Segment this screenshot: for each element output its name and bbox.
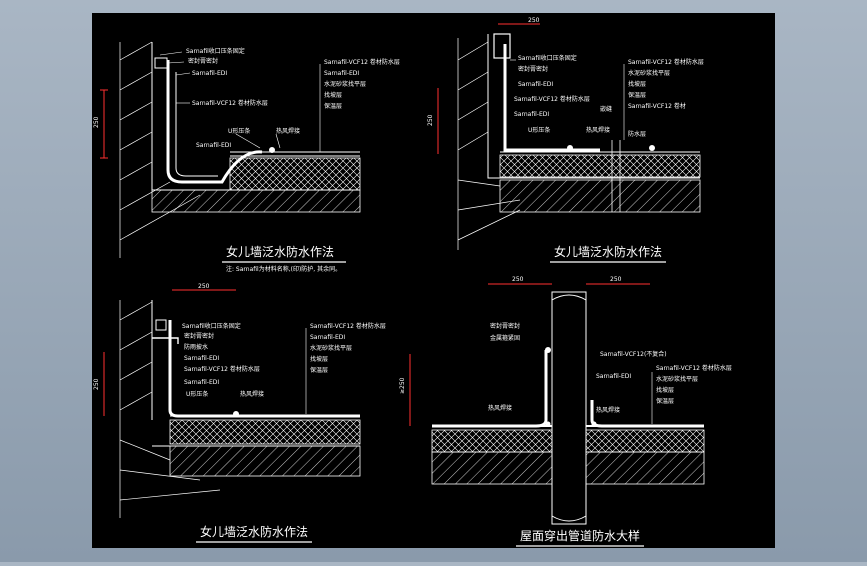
insulation-layer — [169, 419, 361, 445]
label-weld: 热风焊接 — [240, 390, 264, 398]
detail-2-parapet: 250 250 Sarnafil收口压条固定 密封膏密封 Sarnafil-ED… — [427, 17, 704, 263]
label-seal-top: Sarnafil收口压条固定 — [518, 54, 577, 62]
label-sealant: 密封膏密封 — [188, 57, 218, 65]
dimension-250: 250 — [427, 114, 434, 126]
roof-slab — [499, 179, 701, 213]
label-weld-left: 热风焊接 — [488, 404, 512, 412]
dimension-250: 250 — [93, 378, 100, 390]
membrane — [432, 350, 548, 428]
label-edi: Sarnafil-EDI — [518, 81, 553, 88]
membrane — [168, 320, 360, 418]
detail-title: 女儿墙泛水防水作法 — [226, 244, 334, 259]
dimension-250: 250 — [610, 276, 622, 283]
detail-4-pipe: 250 250 ≥250 密封膏密封 金属箍紧固 Sarnafil-VCF12(… — [399, 276, 732, 547]
label-r-pvc: Sarnafil-VCF12 卷材防水层 — [628, 58, 704, 66]
label-r-pvc: Sarnafil-VCF12 卷材防水层 — [310, 322, 386, 330]
label-r-pvc2b: 防水层 — [628, 130, 646, 138]
label-r-insul: 保温层 — [324, 102, 342, 110]
label-u-strip: U形压条 — [528, 126, 550, 134]
label-edi: Sarnafil-EDI — [184, 355, 219, 362]
label-pvc: Sarnafil-VCF12(不复合) — [600, 350, 667, 358]
membrane — [166, 60, 263, 184]
detail-3-parapet: 250 250 Sarnafil收口压条固定 密封膏密封 防雨披水 Sarnaf… — [93, 283, 386, 543]
pipe — [551, 291, 587, 525]
label-clamp: 金属箍紧固 — [490, 334, 520, 342]
label-drip: 防雨披水 — [184, 343, 208, 351]
label-r-slope: 找坡层 — [324, 91, 342, 99]
dimension-250b: ≥250 — [399, 377, 406, 394]
label-weld: 热风焊接 — [586, 126, 610, 134]
label-r-pvc: Sarnafil-VCF12 卷材防水层 — [656, 364, 732, 372]
label-sealant: 密封膏密封 — [518, 65, 548, 73]
detail-1-parapet: 250 Sarnafil收口压条固定 密封膏密封 Sarnafil-EDI Sa… — [93, 41, 400, 273]
dimension-250: 250 — [93, 116, 100, 128]
label-seal-top: Sarnafil收口压条固定 — [186, 47, 245, 55]
label-r-screed: 水泥砂浆找平层 — [310, 344, 352, 352]
label-pvc: Sarnafil-VCF12 卷材防水层 — [184, 365, 260, 373]
insulation-layer — [499, 154, 701, 178]
label-r-screed: 水泥砂浆找平层 — [628, 69, 670, 77]
label-weld-right: 热风焊接 — [596, 406, 620, 414]
label-r-insul: 保温层 — [310, 366, 328, 374]
insulation-layer — [229, 157, 361, 191]
label-edi-2: Sarnafil-EDI — [196, 142, 231, 149]
detail-title: 屋面穿出管道防水大样 — [520, 528, 640, 543]
label-r-insul: 保温层 — [628, 91, 646, 99]
dimension-250: 250 — [528, 17, 540, 24]
label-edi: Sarnafil-EDI — [192, 70, 227, 77]
label-r-pvc2: Sarnafil-VCF12 卷材 — [628, 102, 686, 110]
label-r-edi: Sarnafil-EDI — [324, 70, 359, 77]
roof-slab — [151, 189, 361, 213]
label-r-edi: Sarnafil-EDI — [596, 373, 631, 380]
label-weld: 热风焊接 — [276, 127, 300, 135]
detail-title: 女儿墙泛水防水作法 — [200, 524, 308, 539]
label-sealant: 密封膏密封 — [184, 332, 214, 340]
label-u-strip: U形压条 — [186, 390, 208, 398]
label-edi-2: Sarnafil-EDI — [514, 111, 549, 118]
label-r-pvc: Sarnafil-VCF12 卷材防水层 — [324, 58, 400, 66]
label-pvc: Sarnafil-VCF12 卷材防水层 — [192, 99, 268, 107]
label-sealant: 密封膏密封 — [490, 322, 520, 330]
label-r-slope: 找坡层 — [628, 80, 646, 88]
label-r-screed: 水泥砂浆找平层 — [324, 80, 366, 88]
dimension-250: 250 — [512, 276, 524, 283]
detail-title: 女儿墙泛水防水作法 — [554, 244, 662, 259]
label-r-slope: 找坡层 — [310, 355, 328, 363]
label-r-slope: 找坡层 — [656, 386, 674, 394]
label-seal-top: Sarnafil收口压条固定 — [182, 322, 241, 330]
label-r-edi: Sarnafil-EDI — [310, 334, 345, 341]
label-joint: 嵌缝 — [600, 105, 612, 113]
detail-note: 注: Sarnafil为材料名称,(印)防护, 其余同。 — [226, 265, 341, 273]
label-r-insul: 保温层 — [656, 397, 674, 405]
label-pvc: Sarnafil-VCF12 卷材防水层 — [514, 95, 590, 103]
label-r-screed: 水泥砂浆找平层 — [656, 375, 698, 383]
label-u-strip: U形压条 — [228, 127, 250, 135]
label-edi-2: Sarnafil-EDI — [184, 379, 219, 386]
dimension-250: 250 — [198, 283, 210, 290]
roof-slab — [169, 445, 361, 477]
